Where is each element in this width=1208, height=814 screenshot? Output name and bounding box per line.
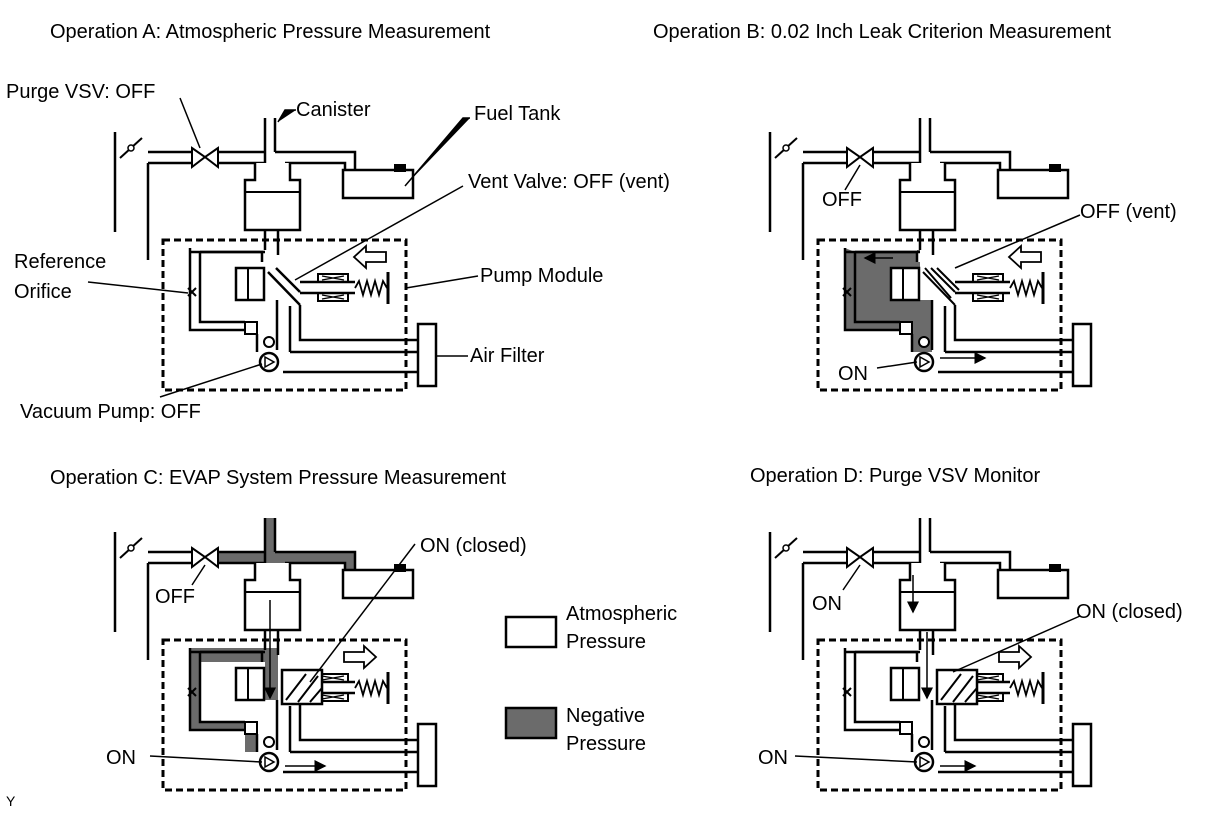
legend bbox=[504, 615, 558, 740]
label-c-vent-on-closed: ON (closed) bbox=[420, 535, 527, 557]
label-air-filter: Air Filter bbox=[470, 345, 545, 367]
label-b-vsv-off: OFF bbox=[822, 189, 862, 211]
legend-atmospheric-swatch bbox=[504, 615, 558, 649]
legend-negative-swatch bbox=[504, 706, 558, 740]
label-c-pump-on: ON bbox=[106, 747, 136, 769]
title-operation-a: Operation A: Atmospheric Pressure Measur… bbox=[50, 21, 491, 43]
label-b-pump-on: ON bbox=[838, 363, 868, 385]
label-orifice: Orifice bbox=[14, 281, 72, 303]
label-canister: Canister bbox=[296, 99, 371, 121]
label-d-vent-on-closed: ON (closed) bbox=[1076, 601, 1183, 623]
label-reference: Reference bbox=[14, 251, 106, 273]
title-operation-c: Operation C: EVAP System Pressure Measur… bbox=[50, 467, 507, 489]
operation-b-diagram bbox=[768, 116, 1093, 392]
label-d-vsv-on: ON bbox=[812, 593, 842, 615]
title-operation-b: Operation B: 0.02 Inch Leak Criterion Me… bbox=[653, 21, 1111, 43]
legend-negative-label-1: Negative bbox=[566, 705, 645, 727]
operation-a-diagram bbox=[87, 97, 479, 398]
label-c-vsv-off: OFF bbox=[155, 586, 195, 608]
legend-atmospheric-label-2: Pressure bbox=[566, 631, 646, 653]
operation-c-diagram bbox=[113, 516, 438, 792]
corner-mark: Y bbox=[6, 793, 16, 809]
label-fuel-tank: Fuel Tank bbox=[474, 103, 561, 125]
legend-atmospheric-label-1: Atmospheric bbox=[566, 603, 677, 625]
label-vent-valve-off: Vent Valve: OFF (vent) bbox=[468, 171, 670, 193]
title-operation-d: Operation D: Purge VSV Monitor bbox=[750, 465, 1040, 487]
label-vacuum-pump-off: Vacuum Pump: OFF bbox=[20, 401, 201, 423]
label-pump-module: Pump Module bbox=[480, 265, 603, 287]
operation-d-diagram bbox=[768, 516, 1093, 792]
label-b-vent-off: OFF (vent) bbox=[1080, 201, 1177, 223]
label-d-pump-on: ON bbox=[758, 747, 788, 769]
label-purge-vsv-off: Purge VSV: OFF bbox=[6, 81, 155, 103]
legend-negative-label-2: Pressure bbox=[566, 733, 646, 755]
